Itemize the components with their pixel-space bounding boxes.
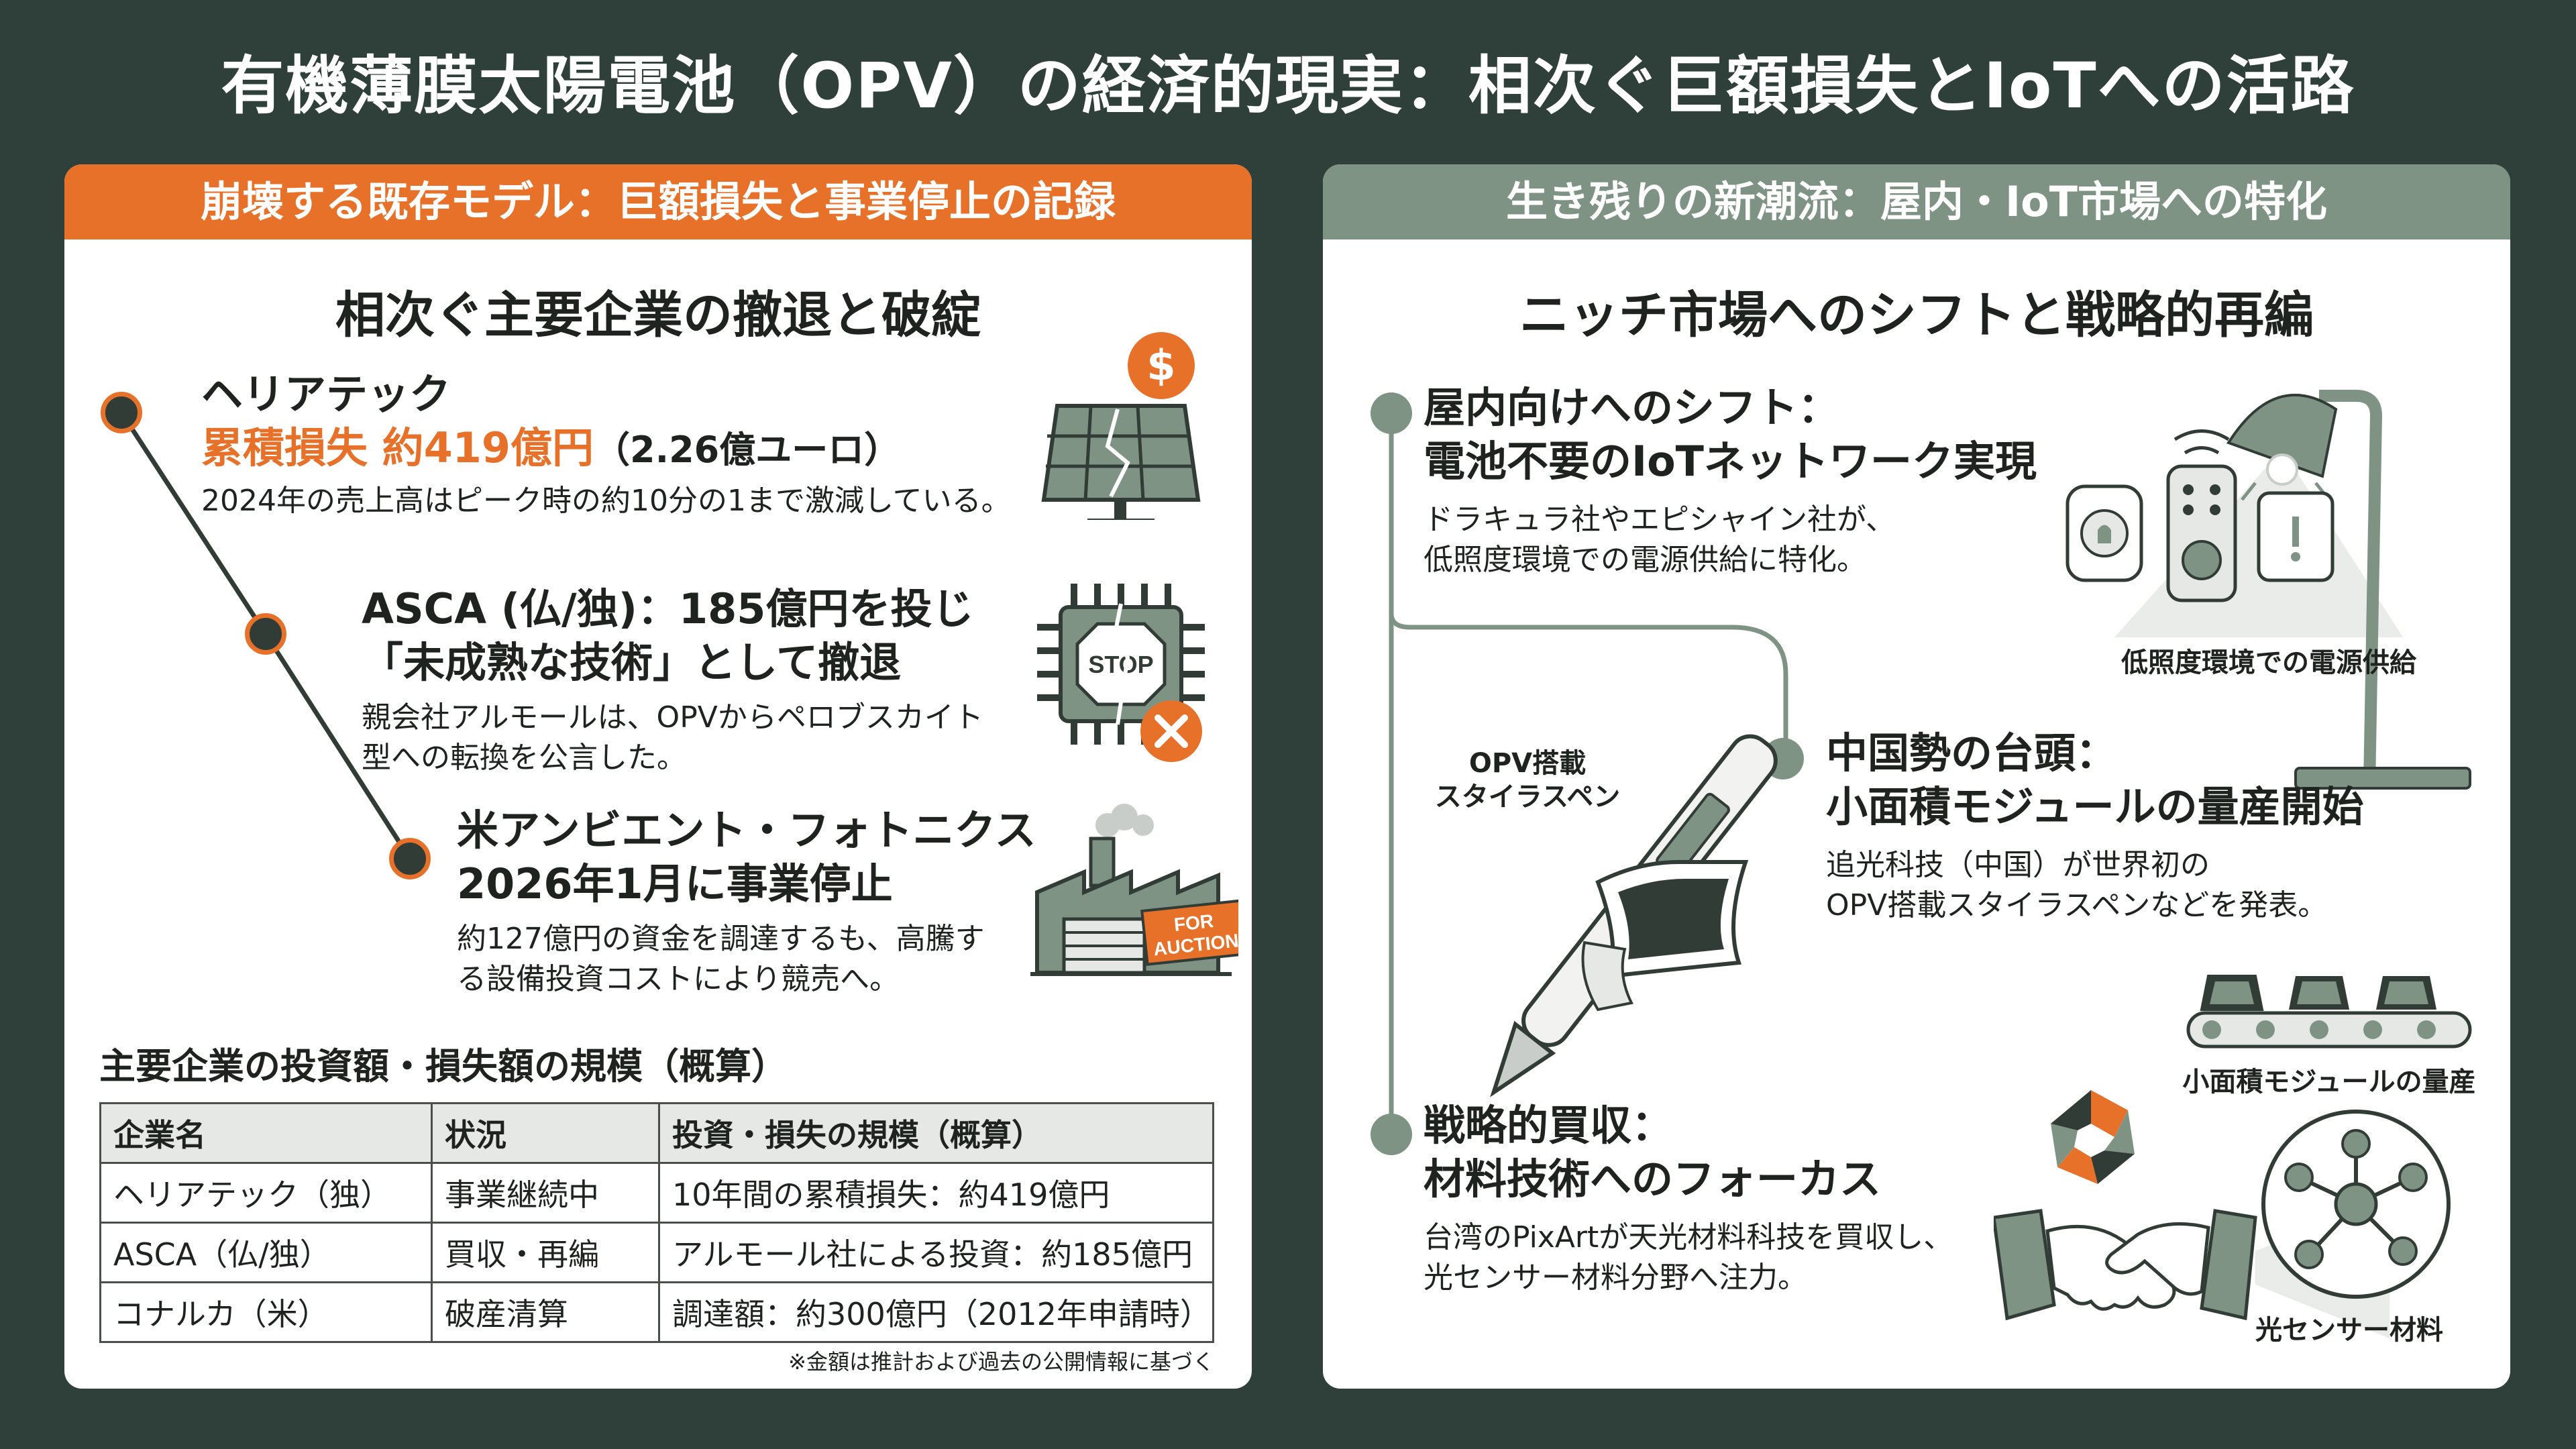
ambient-desc1: 約127億円の資金を調達するも、高騰す	[457, 922, 985, 956]
table-row: ASCA（仏/独） 買収・再編 アルモール社による投資：約185億円	[99, 1222, 1214, 1283]
china-desc2: OPV搭載スタイラスペンなどを発表。	[1826, 888, 2328, 922]
asca-desc2: 型への転換を公言した。	[362, 741, 686, 775]
acquisition-line1: 戦略的買収：	[1424, 1101, 1674, 1150]
heliatek-loss-euro: （2.26億ユーロ）	[594, 429, 901, 471]
table-cell: 破産清算	[431, 1281, 660, 1343]
ambient-line2: 2026年1月に事業停止	[457, 859, 893, 908]
asca-line1: ASCA (仏/独)：185億円を投じ	[362, 584, 974, 633]
dollar-icon: $	[1128, 332, 1195, 399]
table-header: 状況	[431, 1102, 660, 1164]
footnote: ※金額は推計および過去の公開情報に基づく	[788, 1349, 1214, 1375]
asca-desc1: 親会社アルモールは、OPVからペロブスカイト	[362, 700, 983, 735]
table-header-row: 企業名 状況 投資・損失の規模（概算）	[99, 1102, 1214, 1164]
auction-sign-line1: FOR	[1173, 910, 1214, 935]
table-row: コナルカ（米） 破産清算 調達額：約300億円（2012年申請時）	[99, 1281, 1214, 1343]
indoor-line1: 屋内向けへのシフト：	[1424, 383, 1840, 432]
heliatek-name: ヘリアテック	[201, 370, 451, 419]
factory-auction-icon: FOR AUCTION	[1030, 804, 1238, 976]
ambient-line1: 米アンビエント・フォトニクス	[457, 806, 1036, 855]
molecule-icon	[2261, 1110, 2451, 1299]
left-panel: 崩壊する既存モデル：巨額損失と事業停止の記録 相次ぐ主要企業の撤退と破綻 ヘリア…	[64, 164, 1252, 1389]
table-cell: 買収・再編	[431, 1222, 660, 1283]
china-line2: 小面積モジュールの量産開始	[1826, 782, 2364, 831]
chip-stop-icon: STOP	[1037, 584, 1205, 745]
stylus-caption-2: スタイラスペン	[1434, 782, 1621, 812]
lamp-caption: 低照度環境での電源供給	[2121, 647, 2416, 678]
solar-panel-icon	[1041, 404, 1201, 520]
timeline-dot	[1371, 392, 1412, 434]
table-title: 主要企業の投資額・損失額の規模（概算）	[99, 1045, 788, 1087]
heliatek-desc: 2024年の売上高はピーク時の約10分の1まで激減している。	[201, 484, 1011, 518]
table-cell: 事業継続中	[431, 1162, 660, 1224]
acquisition-desc2: 光センサー材料分野へ注力。	[1424, 1260, 1807, 1295]
timeline-dot	[245, 613, 286, 655]
conveyor-icon	[2186, 975, 2472, 1049]
close-icon	[1140, 700, 1202, 762]
table-cell: 調達額：約300億円（2012年申請時）	[658, 1281, 1214, 1343]
stop-sign-text: STOP	[1088, 651, 1153, 678]
china-line1: 中国勢の台頭：	[1826, 729, 2118, 777]
sensor-caption: 光センサー材料	[2255, 1315, 2443, 1346]
opv-film-icon	[1581, 860, 1749, 1012]
timeline-dot	[389, 838, 431, 879]
indoor-desc1: ドラキュラ社やエピシャイン社が、	[1424, 502, 1896, 537]
timeline-dot	[1371, 1114, 1412, 1155]
iot-device-icon	[2065, 429, 2334, 602]
logo-icon	[2051, 1090, 2135, 1184]
china-desc1: 追光科技（中国）が世界初の	[1826, 848, 2210, 882]
asca-line2: 「未成熟な技術」として撤退	[362, 638, 902, 687]
table-cell: ASCA（仏/独）	[99, 1222, 433, 1283]
table-header: 投資・損失の規模（概算）	[658, 1102, 1214, 1164]
table-cell: コナルカ（米）	[99, 1281, 433, 1343]
ambient-desc2: る設備投資コストにより競売へ。	[457, 962, 900, 996]
indoor-desc2: 低照度環境での電源供給に特化。	[1424, 543, 1866, 577]
table-cell: ヘリアテック（独）	[99, 1162, 433, 1224]
acquisition-desc1: 台湾のPixArtが天光材料科技を買収し、	[1424, 1220, 1953, 1254]
indoor-line2: 電池不要のIoTネットワーク実現	[1424, 437, 2037, 486]
table-header: 企業名	[99, 1102, 433, 1164]
right-panel-header: 生き残りの新潮流：屋内・IoT市場への特化	[1323, 164, 2510, 239]
table-row: ヘリアテック（独） 事業継続中 10年間の累積損失：約419億円	[99, 1162, 1214, 1224]
right-panel: 生き残りの新潮流：屋内・IoT市場への特化 ニッチ市場へのシフトと戦略的再編 屋…	[1323, 164, 2510, 1389]
acquisition-line2: 材料技術へのフォーカス	[1424, 1155, 1882, 1203]
conveyor-caption: 小面積モジュールの量産	[2182, 1067, 2476, 1097]
page-title: 有機薄膜太陽電池（OPV）の経済的現実：相次ぐ巨額損失とIoTへの活路	[221, 50, 2355, 123]
right-panel-subtitle: ニッチ市場へのシフトと戦略的再編	[1519, 286, 2314, 344]
connector-lines	[1389, 413, 1788, 1134]
heliatek-loss-amount: 累積損失 約419億円	[201, 423, 594, 472]
heliatek-loss: 累積損失 約419億円（2.26億ユーロ）	[201, 423, 900, 476]
left-panel-subtitle: 相次ぐ主要企業の撤退と破綻	[335, 286, 981, 344]
left-panel-header: 崩壊する既存モデル：巨額損失と事業停止の記録	[64, 164, 1252, 239]
timeline-dot	[101, 392, 142, 433]
investment-table: 企業名 状況 投資・損失の規模（概算） ヘリアテック（独） 事業継続中 10年間…	[99, 1102, 1214, 1343]
stylus-caption-1: OPV搭載	[1468, 748, 1587, 779]
table-cell: アルモール社による投資：約185億円	[658, 1222, 1214, 1283]
timeline-line	[119, 411, 412, 860]
table-cell: 10年間の累積損失：約419億円	[658, 1162, 1214, 1224]
